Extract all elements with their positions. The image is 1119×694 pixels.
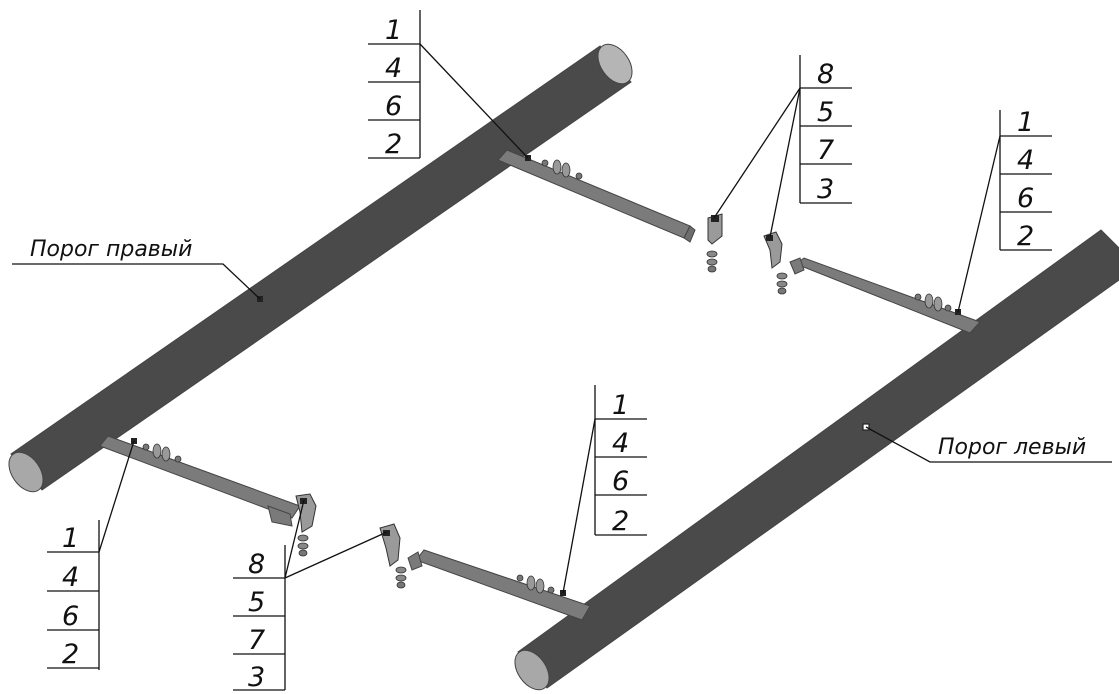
callout-number: 2 bbox=[1017, 221, 1034, 252]
callout-number: 7 bbox=[817, 135, 834, 166]
callout-number: 5 bbox=[248, 587, 265, 618]
callout-number: 4 bbox=[612, 428, 629, 459]
callout-top-right: 1 4 6 2 bbox=[999, 107, 1052, 252]
callout-number: 6 bbox=[62, 601, 79, 632]
right-sill-tube bbox=[8, 43, 633, 493]
crossbar-top-right bbox=[789, 257, 981, 334]
callout-number: 6 bbox=[385, 91, 402, 122]
callout-top-mid: 8 5 7 3 bbox=[799, 55, 852, 205]
callout-number: 7 bbox=[248, 625, 265, 656]
callout-number: 2 bbox=[612, 506, 629, 537]
callout-number: 4 bbox=[62, 562, 79, 593]
right-sill-label: Порог правый bbox=[30, 237, 192, 262]
callout-number: 1 bbox=[612, 390, 629, 421]
callout-number: 8 bbox=[817, 59, 834, 90]
crossbar-bottom-left bbox=[99, 435, 301, 527]
callout-bottom-left: 1 4 6 2 bbox=[47, 520, 100, 670]
callout-number: 3 bbox=[817, 174, 834, 205]
callout-mid-right: 1 4 6 2 bbox=[594, 385, 647, 537]
callout-number: 1 bbox=[62, 523, 79, 554]
bolt-head-icon bbox=[383, 530, 390, 536]
callout-number: 1 bbox=[385, 15, 402, 46]
callout-number: 2 bbox=[62, 639, 79, 670]
left-sill-label: Порог левый bbox=[938, 435, 1086, 460]
callout-number: 6 bbox=[1017, 183, 1034, 214]
bracket-bottom-left bbox=[295, 493, 317, 557]
bolt-head-icon bbox=[766, 235, 773, 241]
crossbar-top-left bbox=[497, 149, 696, 243]
crossbar-bottom-mid bbox=[407, 549, 591, 621]
callout-number: 5 bbox=[817, 97, 834, 128]
bolt-head-icon bbox=[711, 215, 719, 222]
callout-number: 1 bbox=[1017, 107, 1034, 138]
callout-number: 4 bbox=[385, 53, 402, 84]
bracket-top-mid-right bbox=[763, 231, 788, 295]
callout-bottom-mid: 8 5 7 3 bbox=[233, 545, 286, 693]
bracket-bottom-mid bbox=[379, 523, 407, 589]
callout-top-left: 1 4 6 2 bbox=[368, 10, 421, 160]
leader-lines bbox=[12, 43, 1112, 594]
callout-number: 6 bbox=[612, 466, 629, 497]
left-sill-tube bbox=[514, 229, 1119, 691]
callout-number: 8 bbox=[248, 549, 265, 580]
bracket-top-mid-left bbox=[706, 213, 723, 273]
callout-number: 3 bbox=[248, 662, 265, 693]
callout-number: 4 bbox=[1017, 145, 1034, 176]
callout-number: 2 bbox=[385, 129, 402, 160]
